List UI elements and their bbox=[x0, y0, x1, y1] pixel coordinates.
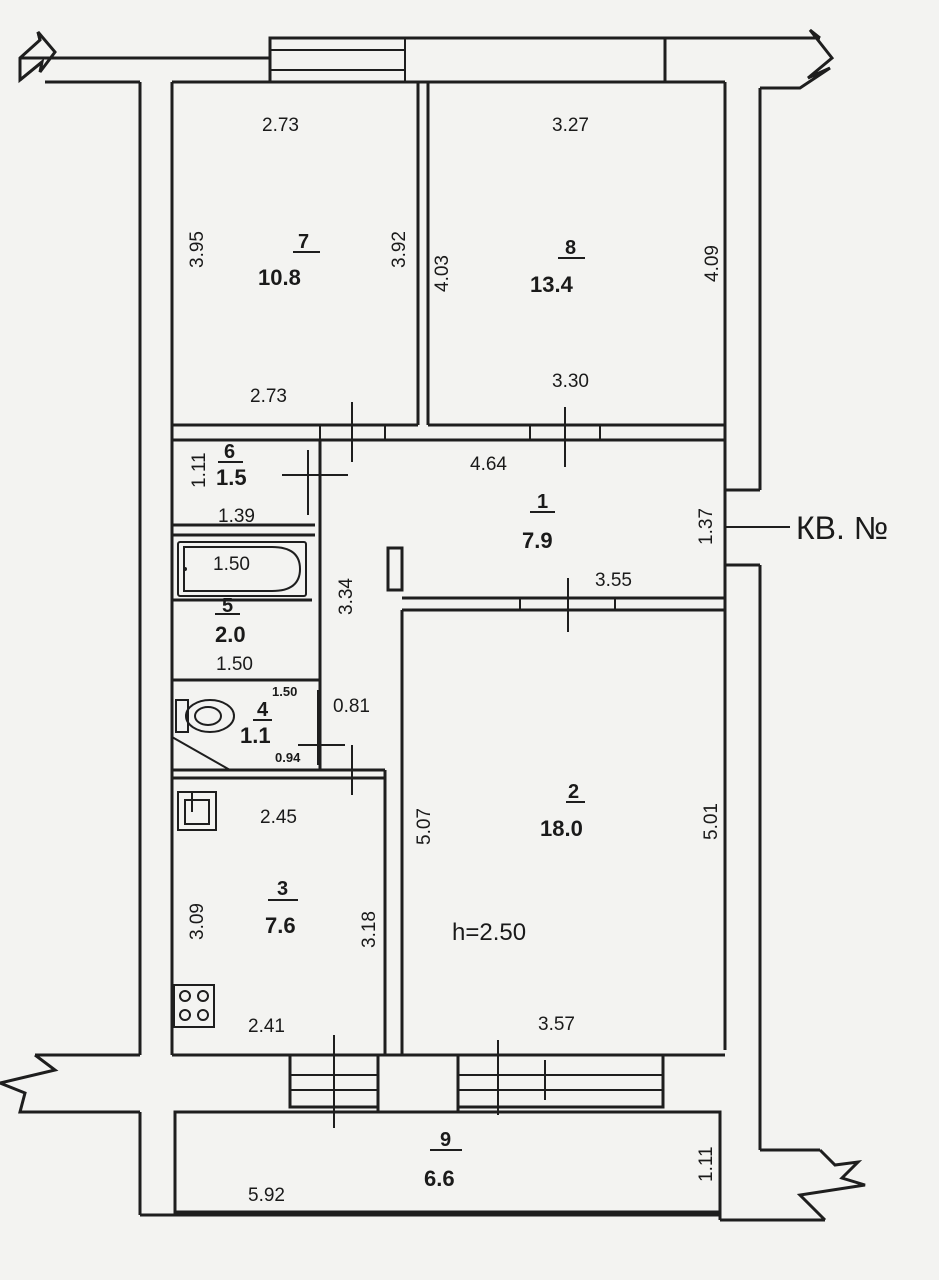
room-5-length: 3.34 bbox=[336, 578, 357, 615]
room-3: 2.45 3.09 3.18 2.41 3 7.6 bbox=[187, 807, 380, 1037]
break-symbol-bottom-left bbox=[0, 1053, 140, 1114]
apartment-number-label: КВ. № bbox=[796, 510, 888, 546]
room-2-bottom-width: 3.57 bbox=[538, 1014, 575, 1035]
room-5-bottom-width: 1.50 bbox=[216, 654, 253, 675]
ceiling-height: h=2.50 bbox=[452, 919, 526, 946]
room-4-side-width: 0.81 bbox=[333, 696, 370, 717]
room-9-number: 9 bbox=[440, 1129, 451, 1151]
room-3-left-length: 3.09 bbox=[187, 903, 208, 940]
room-7-area: 10.8 bbox=[258, 265, 301, 290]
room-4-top-width: 1.50 bbox=[272, 684, 297, 699]
room-7: 2.73 3.95 3.92 2.73 7 10.8 bbox=[187, 115, 410, 407]
room-2: 5.07 5.01 3.57 2 18.0 h=2.50 bbox=[414, 781, 722, 1035]
room-6-number: 6 bbox=[224, 441, 235, 463]
room-9-width: 5.92 bbox=[248, 1185, 285, 1206]
room-2-left-length: 5.07 bbox=[414, 808, 435, 845]
room-5: 1.50 1.50 3.34 5 2.0 bbox=[213, 554, 357, 675]
room-6-area: 1.5 bbox=[216, 465, 247, 490]
break-symbol-top-right bbox=[760, 28, 835, 90]
window-top bbox=[268, 36, 667, 84]
room-2-number: 2 bbox=[568, 781, 579, 803]
stove-icon bbox=[173, 984, 215, 1028]
fixtures bbox=[171, 541, 307, 1028]
room-5-area: 2.0 bbox=[215, 622, 246, 647]
room-3-right-length: 3.18 bbox=[359, 911, 380, 948]
fraction-lines bbox=[215, 251, 585, 1151]
room-7-number: 7 bbox=[298, 231, 309, 253]
room-3-area: 7.6 bbox=[265, 913, 296, 938]
room-2-right-length: 5.01 bbox=[701, 803, 722, 840]
room-1: 4.64 1.37 3.55 1 7.9 bbox=[470, 454, 717, 591]
room-8-number: 8 bbox=[565, 237, 576, 259]
door-ticks bbox=[282, 402, 569, 1128]
room-3-top-width: 2.45 bbox=[260, 807, 297, 828]
room-9-depth: 1.11 bbox=[696, 1146, 717, 1182]
bathtub-icon bbox=[177, 541, 307, 597]
break-symbol-top-left bbox=[18, 31, 57, 84]
break-symbol-bottom-right bbox=[796, 1148, 866, 1222]
interior-walls bbox=[172, 82, 725, 1055]
room-5-top-width: 1.50 bbox=[213, 554, 250, 575]
room-6: 1.11 1.39 6 1.5 bbox=[189, 441, 255, 527]
room-2-area: 18.0 bbox=[540, 816, 583, 841]
room-8-bottom-width: 3.30 bbox=[552, 371, 589, 392]
room-1-number: 1 bbox=[537, 491, 548, 513]
outer-walls bbox=[0, 28, 866, 1222]
room-1-top-width: 4.64 bbox=[470, 454, 507, 475]
room-1-right-length: 1.37 bbox=[696, 508, 717, 545]
room-4-number: 4 bbox=[257, 699, 269, 721]
room-3-number: 3 bbox=[277, 878, 288, 900]
room-8-area: 13.4 bbox=[530, 272, 574, 297]
room-8: 3.27 4.03 4.09 3.30 8 13.4 bbox=[432, 115, 723, 392]
room-8-left-length: 4.03 bbox=[432, 255, 453, 292]
room-7-right-length: 3.92 bbox=[389, 231, 410, 268]
room-9-area: 6.6 bbox=[424, 1166, 455, 1191]
room-3-bottom-width: 2.41 bbox=[248, 1016, 285, 1037]
room-5-number: 5 bbox=[222, 595, 233, 617]
room-7-top-width: 2.73 bbox=[262, 115, 299, 136]
sink-icon bbox=[177, 791, 217, 831]
room-6-length: 1.11 bbox=[189, 452, 210, 488]
room-8-top-width: 3.27 bbox=[552, 115, 589, 136]
toilet-icon bbox=[175, 699, 235, 733]
room-4-bottom-width: 0.94 bbox=[275, 750, 301, 765]
room-1-bottom-width: 3.55 bbox=[595, 570, 632, 591]
room-4-area: 1.1 bbox=[240, 723, 271, 748]
room-6-width: 1.39 bbox=[218, 506, 255, 527]
room-8-right-length: 4.09 bbox=[702, 245, 723, 282]
room-1-area: 7.9 bbox=[522, 528, 553, 553]
room-7-bottom-width: 2.73 bbox=[250, 386, 287, 407]
room-4: 1.50 0.81 0.94 4 1.1 bbox=[240, 684, 370, 765]
room-9: 5.92 1.11 9 6.6 bbox=[248, 1129, 717, 1206]
room-7-left-length: 3.95 bbox=[187, 231, 208, 268]
